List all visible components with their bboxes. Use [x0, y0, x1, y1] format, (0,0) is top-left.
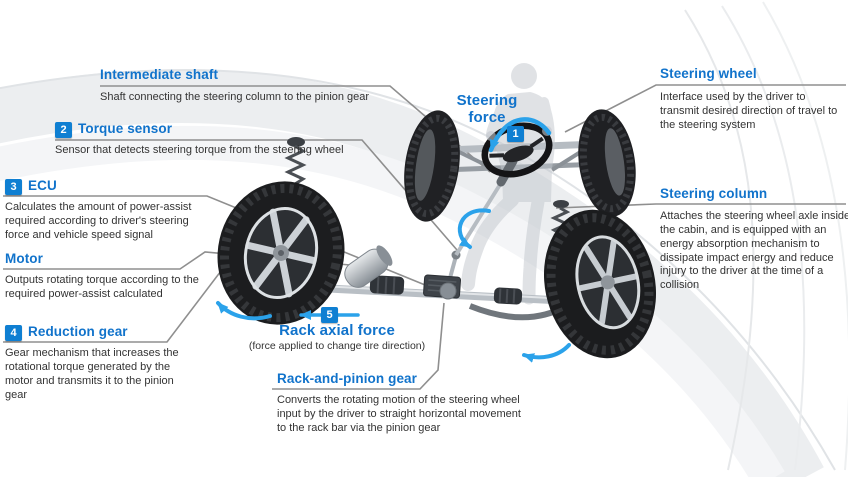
label-reduction-gear-title: Reduction gear	[28, 324, 128, 339]
label-rack-and-pinion-title: Rack-and-pinion gear	[277, 371, 418, 386]
label-steering-wheel-description: Interface used by the driver to transmit…	[660, 91, 838, 131]
rack-boot-right	[493, 287, 523, 305]
rack-assembly	[292, 245, 578, 321]
label-steering-column-description: Attaches the steering wheel axle inside …	[660, 210, 848, 292]
steering-wheel-rotation-arrow-icon	[488, 117, 552, 153]
label-ecu-title: ECU	[28, 178, 57, 193]
label-motor-title: Motor	[5, 251, 43, 266]
front-struts	[284, 137, 571, 236]
label-motor-description: Outputs rotating torque according to the…	[5, 274, 199, 300]
badge-3-ecu: 3	[5, 179, 22, 195]
label-torque-sensor-description: Sensor that detects steering torque from…	[55, 144, 344, 156]
right-wheel-turn-arrow-icon	[522, 343, 571, 363]
label-steering-wheel-title: Steering wheel	[660, 66, 757, 81]
label-intermediate-shaft-description: Shaft connecting the steering column to …	[100, 91, 370, 103]
label-intermediate-shaft-title: Intermediate shaft	[100, 67, 219, 82]
steering-wheel-illustration	[481, 122, 553, 178]
rear-left-wheel	[404, 110, 460, 222]
badge-5-rack-axial-force: 5	[321, 307, 338, 323]
label-rack-axial-force-description: (force applied to change tire direction)	[248, 340, 426, 352]
badge-4-reduction-gear: 4	[5, 325, 22, 341]
rack-boot-left	[369, 275, 405, 295]
label-torque-sensor-title: Torque sensor	[78, 121, 173, 136]
motor-cylinder	[344, 245, 393, 288]
label-rack-axial-force-title: Rack axial force	[279, 322, 395, 339]
badge-1-steering-force: 1	[507, 126, 524, 142]
label-rack-and-pinion-description: Converts the rotating motion of the stee…	[277, 394, 521, 434]
label-reduction-gear-description: Gear mechanism that increases the rotati…	[5, 347, 179, 401]
label-steering-column-title: Steering column	[660, 186, 768, 201]
badge-2-torque-sensor: 2	[55, 122, 72, 138]
front-right-wheel	[543, 209, 657, 359]
rear-right-wheel	[578, 109, 636, 217]
front-left-wheel	[217, 181, 345, 325]
label-steering-force: Steering force	[456, 92, 518, 126]
label-ecu-description: Calculates the amount of power-assist re…	[5, 201, 192, 241]
column-rotation-arrow-icon	[457, 208, 491, 249]
left-wheel-turn-arrow-icon	[216, 301, 272, 321]
